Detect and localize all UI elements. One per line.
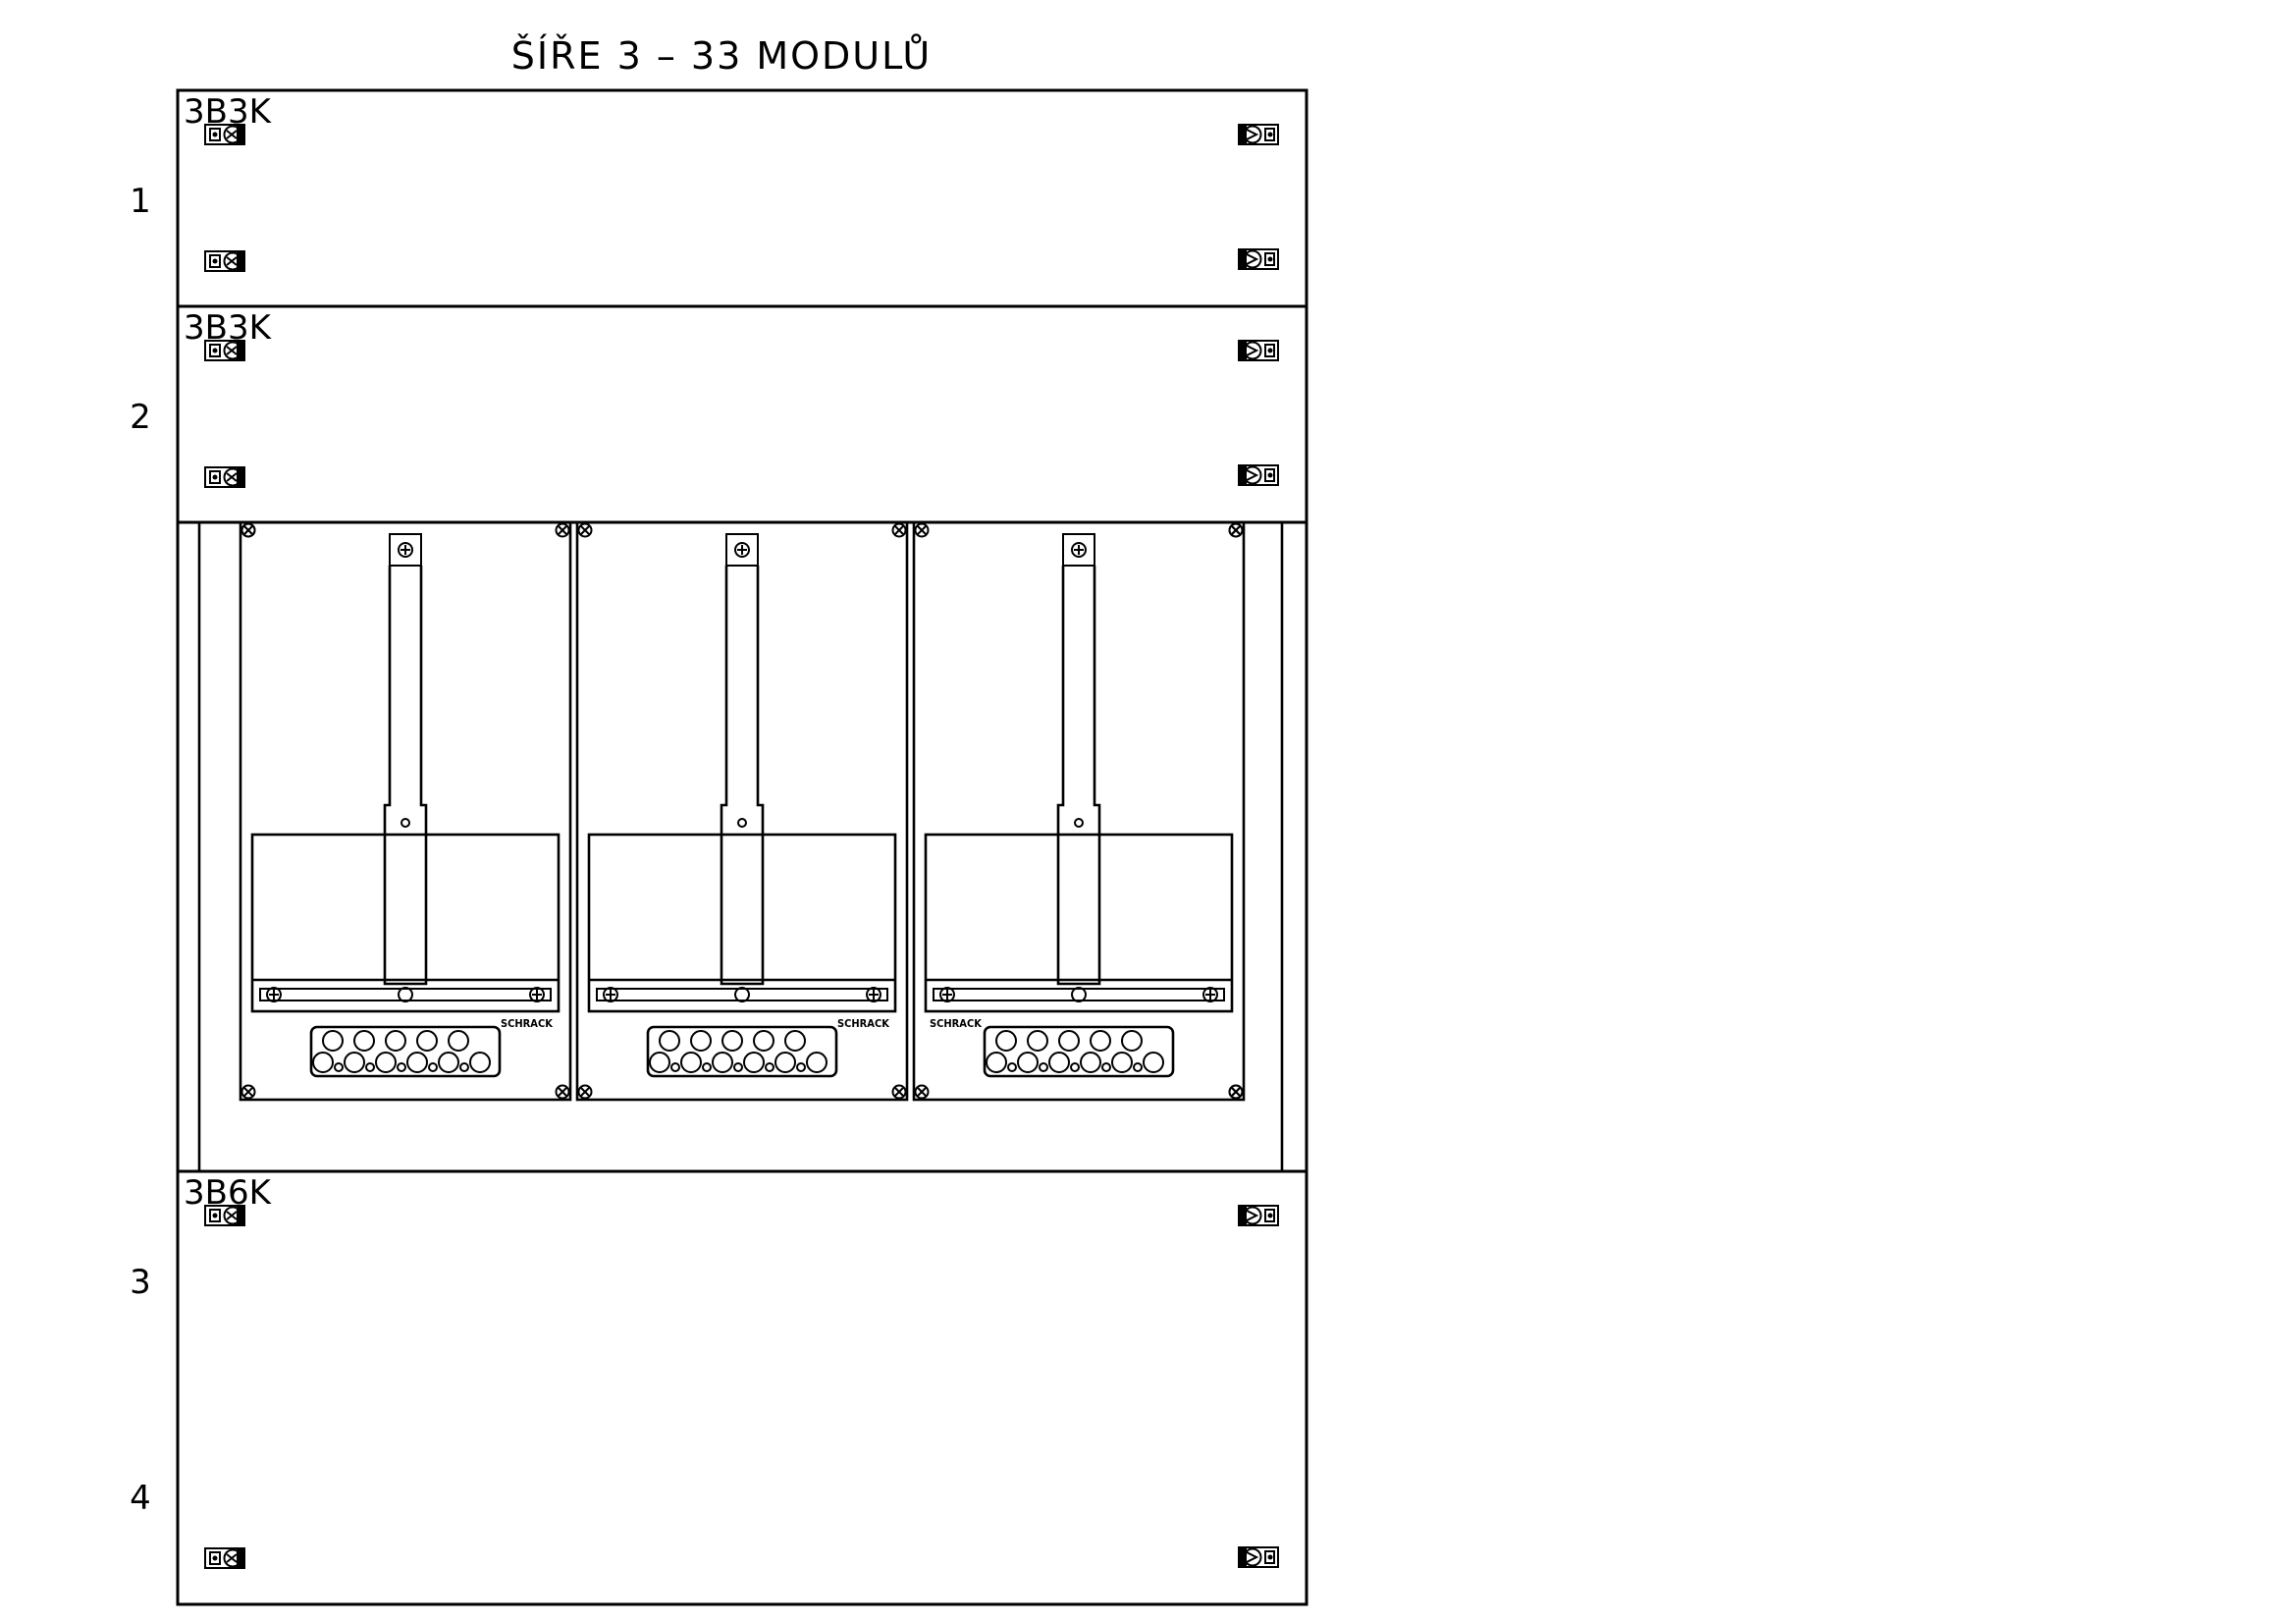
latch-icon[interactable] — [1238, 340, 1279, 361]
meter-unit-1: SCHRACK — [240, 522, 570, 1100]
meter-unit-2-brand: SCHRACK — [837, 1017, 889, 1030]
meter-unit-3: SCHRACK — [914, 522, 1244, 1100]
drawing-title: ŠÍŘE 3 – 33 MODULŮ — [511, 34, 932, 78]
enclosure-frame — [176, 88, 1308, 1606]
latch-icon[interactable] — [1238, 1546, 1279, 1568]
latch-icon[interactable] — [204, 466, 245, 488]
row-label-3: 3 — [130, 1263, 151, 1302]
latch-icon[interactable] — [204, 1547, 245, 1569]
row-label-1: 1 — [130, 182, 151, 221]
module-2: 3B3K — [178, 308, 1307, 524]
latch-icon[interactable] — [1238, 124, 1279, 145]
row-label-2: 2 — [130, 398, 151, 437]
module-3: 3B6K — [184, 1173, 1279, 1569]
row-label-4: 4 — [130, 1479, 151, 1518]
latch-icon[interactable] — [1238, 464, 1279, 486]
latch-icon[interactable] — [1238, 248, 1279, 270]
meter-section: SCHRACK SCHRACK SCHRACK — [178, 522, 1307, 1173]
module-1: 3B3K — [178, 92, 1307, 308]
meter-unit-3-brand: SCHRACK — [930, 1017, 982, 1030]
meter-unit-2: SCHRACK — [577, 522, 907, 1100]
latch-icon[interactable] — [204, 250, 245, 272]
meter-unit-1-brand: SCHRACK — [501, 1017, 553, 1030]
latch-icon[interactable] — [1238, 1205, 1279, 1226]
